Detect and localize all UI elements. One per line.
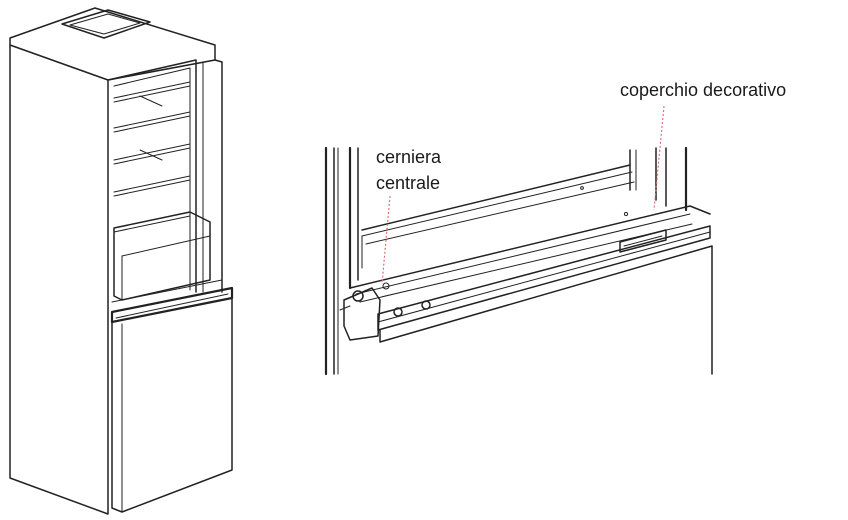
fridge-overview — [9, 7, 234, 515]
leader-line-decorative-cover — [653, 105, 665, 211]
leader-line-central-hinge — [381, 195, 391, 285]
label-central-hinge-line2: centrale — [376, 173, 440, 193]
label-decorative-cover: coperchio decorativo — [620, 80, 786, 100]
label-central-hinge-line1: cerniera — [376, 147, 442, 167]
hinge-detail-view — [324, 146, 713, 376]
